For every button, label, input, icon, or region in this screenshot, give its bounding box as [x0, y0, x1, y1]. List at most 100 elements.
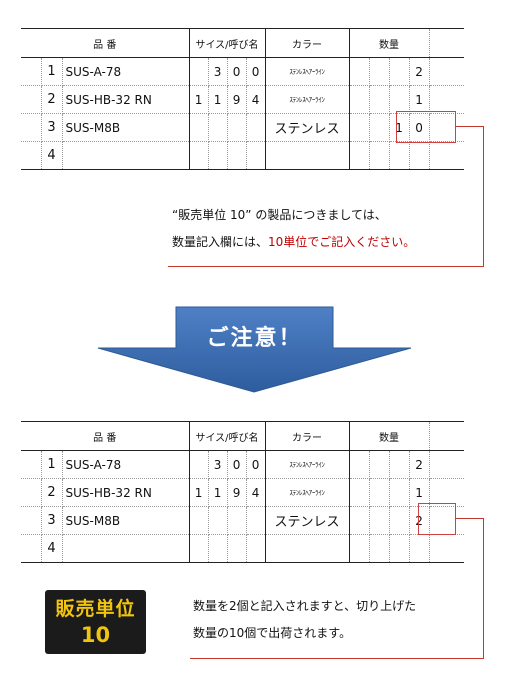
color-cell: ｽﾃﾝﾚｽﾍｱｰﾗｲﾝ — [265, 478, 350, 507]
order-form-bottom: 品 番 サイス/呼び名 カラー 数量 1 SUS-A-78 3 0 0 ｽﾃﾝﾚ… — [21, 421, 465, 563]
badge-label: 販売単位 — [55, 598, 136, 620]
qty-highlight-box — [396, 111, 456, 143]
sales-unit-badge: 販売単位 10 — [45, 590, 146, 654]
size-digit — [246, 141, 266, 170]
size-digit: 9 — [227, 85, 247, 114]
note-bottom-line1: 数量を2個と記入されますと、切り上げた — [193, 599, 417, 613]
qty-digit: 1 — [409, 85, 430, 114]
qty-digit — [389, 478, 410, 507]
table-row: 4 — [21, 534, 465, 563]
qty-digit — [369, 113, 390, 142]
header-product: 品 番 — [21, 421, 190, 451]
color-cell: ｽﾃﾝﾚｽﾍｱｰﾗｲﾝ — [265, 450, 350, 479]
row-number: 4 — [41, 534, 63, 563]
qty-digit — [369, 85, 390, 114]
qty-digit — [389, 534, 410, 563]
color-cell: ｽﾃﾝﾚｽﾍｱｰﾗｲﾝ — [265, 57, 350, 86]
size-digit: 0 — [227, 450, 247, 479]
badge-value: 10 — [80, 623, 111, 647]
row-number: 2 — [41, 85, 63, 114]
size-digit: 3 — [208, 450, 228, 479]
size-digit — [227, 534, 247, 563]
qty-digit — [369, 450, 390, 479]
qty-digit — [369, 141, 390, 170]
product-code: SUS-A-78 — [62, 450, 190, 479]
header-qty: 数量 — [349, 28, 430, 58]
qty-digit — [369, 506, 390, 535]
qty-digit — [389, 57, 410, 86]
callout-line — [483, 126, 484, 267]
color-cell: ステンレス — [265, 506, 350, 535]
color-cell: ｽﾃﾝﾚｽﾍｱｰﾗｲﾝ — [265, 85, 350, 114]
qty-digit — [409, 534, 430, 563]
qty-digit — [389, 506, 410, 535]
size-digit — [189, 534, 209, 563]
callout-line — [483, 518, 484, 659]
qty-digit — [349, 478, 370, 507]
size-digit: 1 — [189, 85, 209, 114]
order-table-bottom: 品 番 サイス/呼び名 カラー 数量 1 SUS-A-78 3 0 0 ｽﾃﾝﾚ… — [21, 421, 465, 563]
qty-digit: 1 — [389, 113, 410, 142]
qty-digit — [349, 57, 370, 86]
size-digit: 0 — [227, 57, 247, 86]
caution-arrow-banner: ご注意！ — [96, 302, 413, 394]
size-digit — [208, 113, 228, 142]
qty-digit: 2 — [409, 57, 430, 86]
size-digit — [246, 506, 266, 535]
size-digit: 1 — [189, 478, 209, 507]
callout-line — [168, 266, 484, 267]
size-digit: 0 — [246, 450, 266, 479]
table-row: 4 — [21, 141, 465, 170]
qty-digit: 2 — [409, 450, 430, 479]
row-number: 4 — [41, 141, 63, 170]
header-color: カラー — [265, 28, 350, 58]
order-table-top: 品 番 サイス/呼び名 カラー 数量 1 SUS-A-78 3 0 0 ｽﾃﾝﾚ… — [21, 28, 465, 170]
qty-digit — [369, 534, 390, 563]
header-color: カラー — [265, 421, 350, 451]
table-row: 3 SUS-M8B ステンレス 2 — [21, 506, 465, 535]
note-top: “販売単位 10” の製品につきましては、 数量記入欄には、10単位でご記入くだ… — [172, 202, 415, 256]
row-number: 1 — [41, 57, 63, 86]
color-cell: ステンレス — [265, 113, 350, 142]
size-digit — [189, 506, 209, 535]
down-arrow-icon — [97, 306, 412, 393]
qty-highlight-box — [418, 503, 456, 535]
size-digit: 9 — [227, 478, 247, 507]
product-code: SUS-HB-32 RN — [62, 85, 190, 114]
qty-digit — [349, 534, 370, 563]
size-digit — [208, 506, 228, 535]
color-cell — [265, 534, 350, 563]
qty-digit — [369, 478, 390, 507]
table-row: 1 SUS-A-78 3 0 0 ｽﾃﾝﾚｽﾍｱｰﾗｲﾝ 2 — [21, 450, 465, 479]
header-size: サイス/呼び名 — [189, 421, 266, 451]
table-row: 2 SUS-HB-32 RN 1 1 9 4 ｽﾃﾝﾚｽﾍｱｰﾗｲﾝ 1 — [21, 85, 465, 114]
qty-digit — [369, 57, 390, 86]
size-digit: 3 — [208, 57, 228, 86]
row-number: 3 — [41, 506, 63, 535]
table-row: 1 SUS-A-78 3 0 0 ｽﾃﾝﾚｽﾍｱｰﾗｲﾝ 2 — [21, 57, 465, 86]
note-top-line2-highlight: 10単位でご記入ください。 — [268, 235, 416, 249]
size-digit — [227, 113, 247, 142]
note-top-line2-text: 数量記入欄には、 — [172, 235, 269, 249]
product-code: SUS-M8B — [62, 506, 190, 535]
note-top-line1: “販売単位 10” の製品につきましては、 — [172, 208, 387, 222]
size-digit — [246, 534, 266, 563]
qty-digit: 0 — [409, 113, 430, 142]
qty-digit — [389, 450, 410, 479]
size-digit: 4 — [246, 85, 266, 114]
size-digit — [189, 113, 209, 142]
callout-line — [190, 658, 484, 659]
product-code: SUS-HB-32 RN — [62, 478, 190, 507]
note-top-line2: 数量記入欄には、10単位でご記入ください。 — [172, 229, 415, 256]
product-code: SUS-A-78 — [62, 57, 190, 86]
table-row: 2 SUS-HB-32 RN 1 1 9 4 ｽﾃﾝﾚｽﾍｱｰﾗｲﾝ 1 — [21, 478, 465, 507]
qty-digit — [349, 450, 370, 479]
product-code — [62, 141, 190, 170]
size-digit: 0 — [246, 57, 266, 86]
qty-digit — [389, 141, 410, 170]
qty-digit — [349, 506, 370, 535]
size-digit — [227, 506, 247, 535]
qty-digit: 1 — [409, 478, 430, 507]
qty-digit — [389, 85, 410, 114]
header-size: サイス/呼び名 — [189, 28, 266, 58]
